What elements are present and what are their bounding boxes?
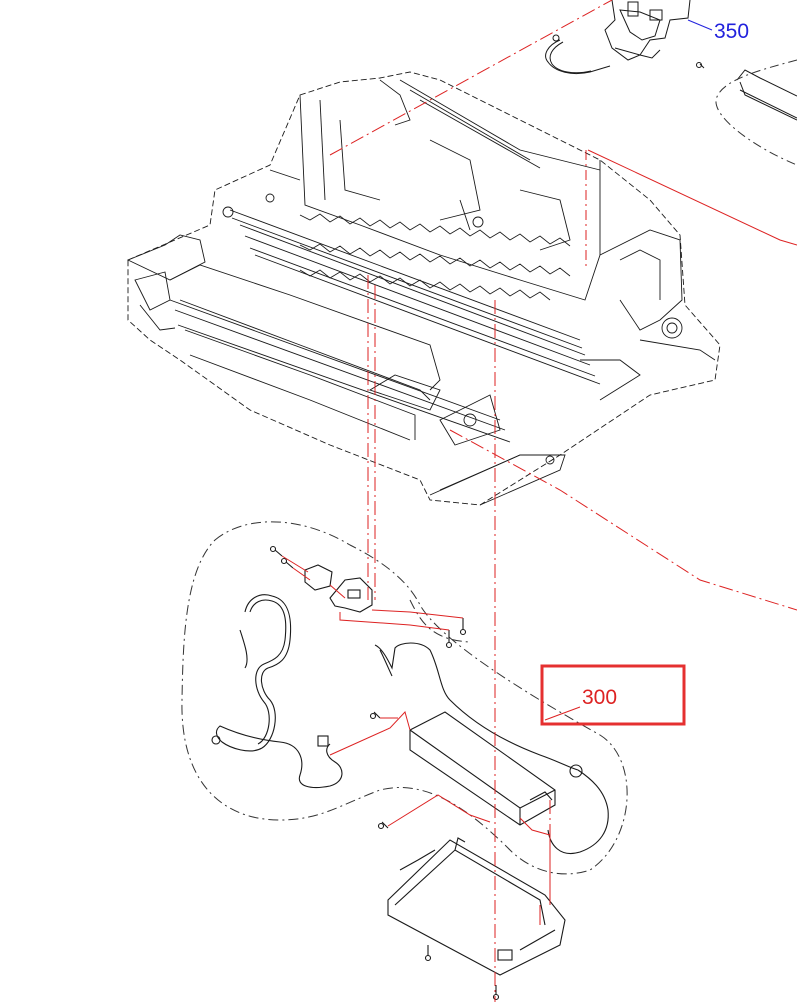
callout-350-leader <box>687 19 713 31</box>
callout-300-highlight-box[interactable] <box>540 664 686 726</box>
lower-parts <box>211 545 609 1001</box>
lower-leader-lines <box>281 275 551 1002</box>
callout-300-label: 300 <box>582 686 617 709</box>
sub-group-outline <box>409 599 471 643</box>
lower-parts-group-outline <box>181 521 628 875</box>
callout-300-leader <box>544 706 581 721</box>
chassis-leader-lines <box>329 0 797 611</box>
subassembly-350-parts <box>545 0 797 121</box>
callout-350-label: 350 <box>714 20 749 43</box>
printer-main-chassis <box>126 71 721 506</box>
